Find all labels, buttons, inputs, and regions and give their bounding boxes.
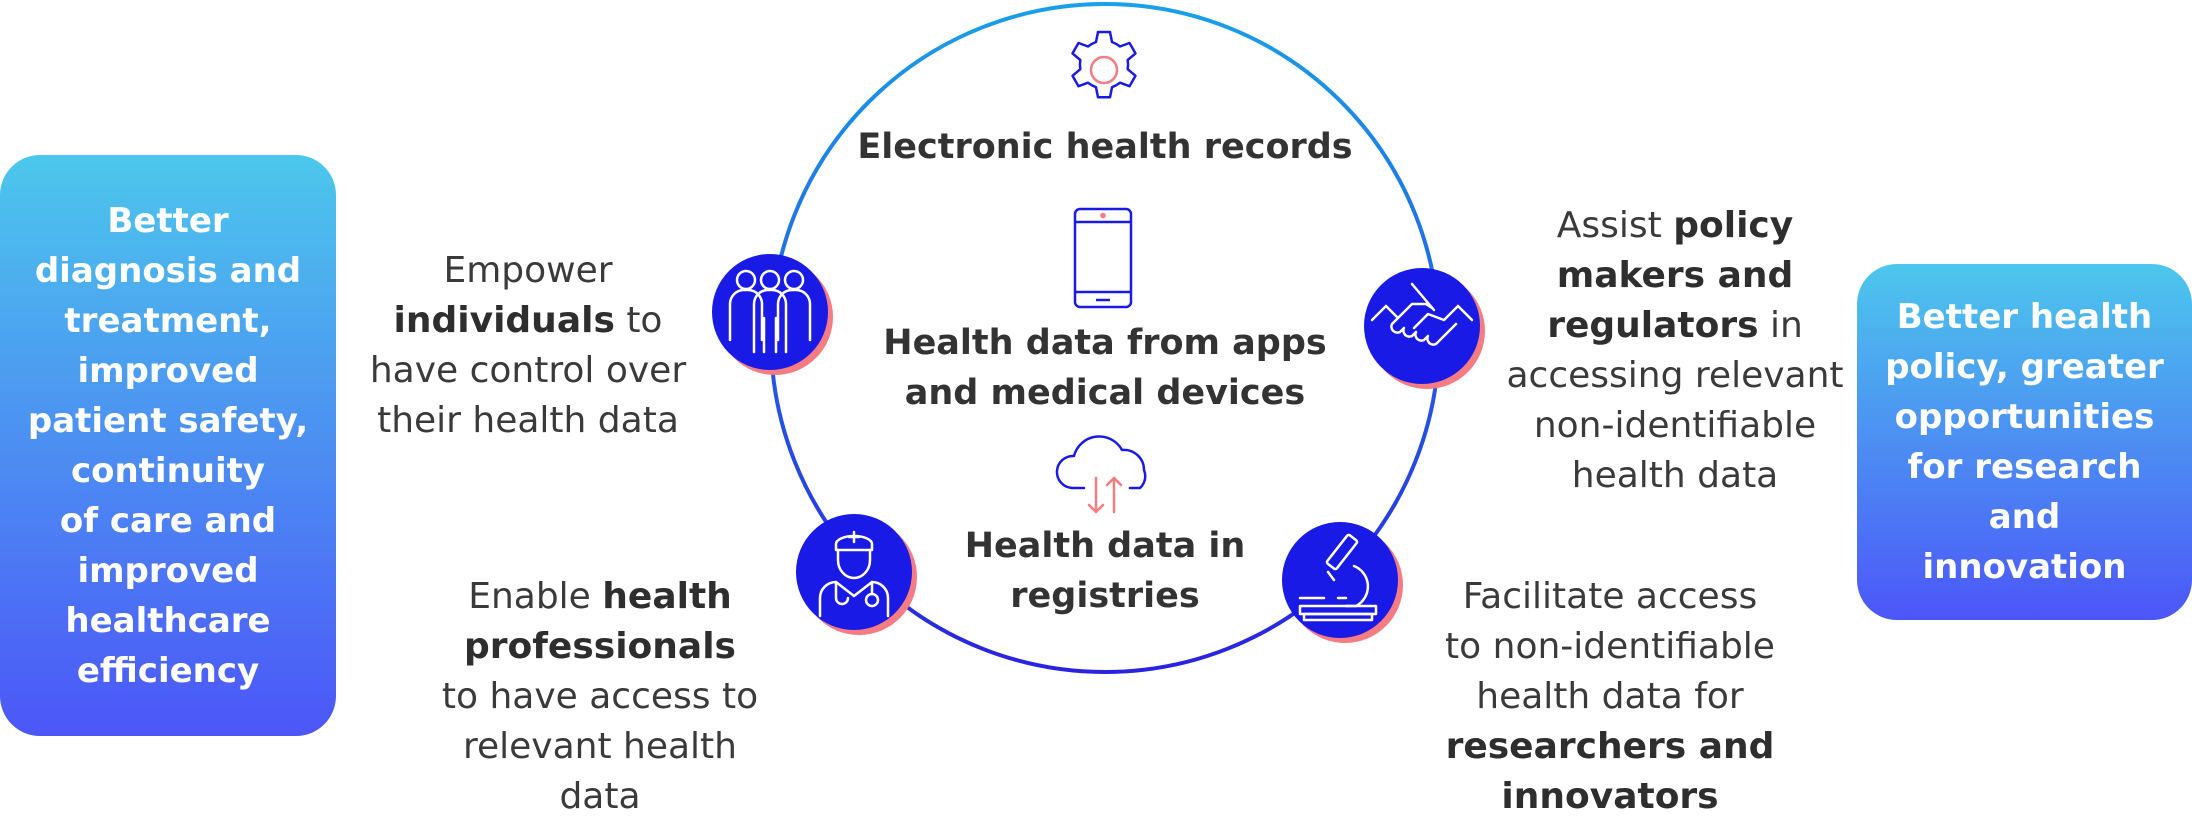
professionals-text-pre: Enable — [468, 576, 603, 617]
professionals-text-bold: health professionals — [464, 576, 736, 667]
right-outcome-box: Better health policy, greater opportunit… — [1857, 264, 2192, 620]
smartphone-icon — [1073, 207, 1133, 309]
microscope-icon — [1282, 522, 1403, 643]
left-outcome-box: Better diagnosis and treatment, improved… — [0, 155, 336, 736]
doctor-icon — [796, 514, 917, 635]
center-label-records: Electronic health records — [857, 127, 1353, 167]
individuals-text-pre: Empower — [443, 250, 613, 291]
professionals-badge — [790, 508, 918, 636]
gear-icon — [1071, 30, 1137, 99]
individuals-badge — [706, 248, 834, 376]
cloud-sync-icon — [1055, 435, 1147, 514]
policy-text-post: in accessing relevant non-identifiable h… — [1506, 305, 1844, 496]
research-badge — [1276, 516, 1404, 644]
research-text-bold: researchers and innovators — [1445, 726, 1775, 817]
left-outcome-text: Better diagnosis and treatment, improved… — [27, 200, 309, 691]
professionals-text-post: to have access to relevant health data — [441, 676, 759, 817]
professionals-text: Enable health professionals to have acce… — [430, 572, 770, 822]
individuals-text-bold: individuals — [393, 300, 615, 341]
individuals-text: Empower individuals to have control over… — [368, 246, 688, 446]
policy-text-pre: Assist — [1556, 205, 1674, 246]
policy-text: Assist policy makers and regulators in a… — [1505, 201, 1845, 501]
research-text: Facilitate access to non-identifiable he… — [1440, 572, 1780, 822]
right-outcome-text: Better health policy, greater opportunit… — [1885, 297, 2164, 587]
individuals-text-post: to have control over their health data — [369, 300, 687, 441]
center-label-apps: Health data from apps and medical device… — [883, 323, 1327, 413]
people-icon — [712, 254, 833, 375]
policy-text-bold: policy makers and regulators — [1547, 205, 1794, 346]
center-label-registries: Health data in registries — [964, 526, 1246, 616]
handshake-icon — [1364, 268, 1485, 389]
research-text-pre: Facilitate access to non-identifiable he… — [1445, 576, 1775, 717]
policy-badge — [1358, 262, 1486, 390]
